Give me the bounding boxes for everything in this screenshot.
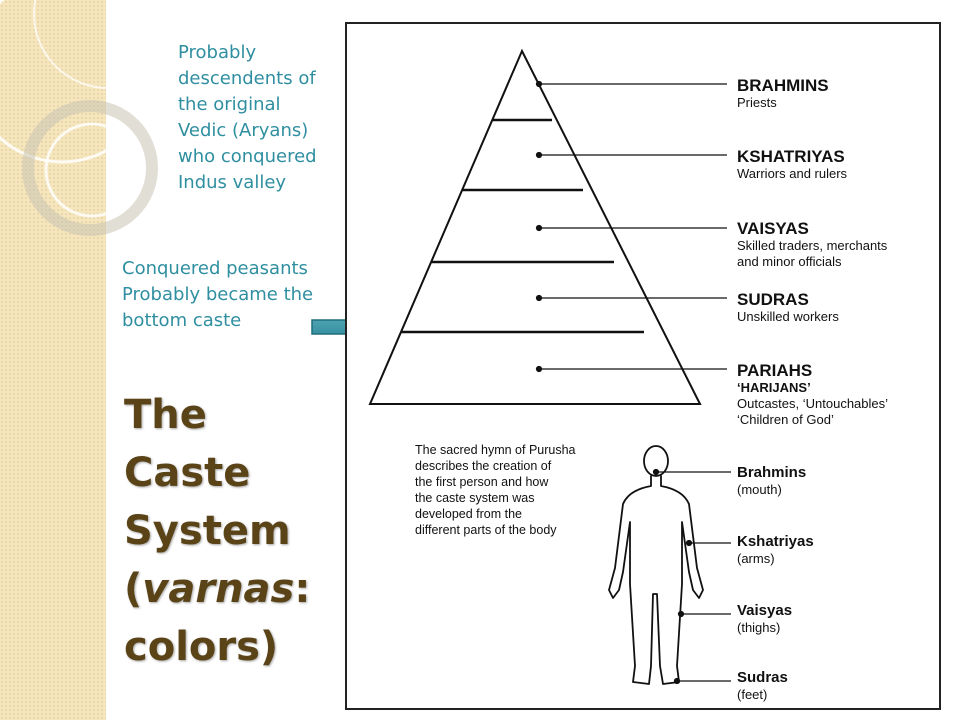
caste-vaisyas: VAISYAS Skilled traders, merchants and m… [737,219,887,270]
caste-desc: Priests [737,95,777,110]
caste-desc-2: ‘Children of God’ [737,412,834,427]
bodypart-caste: Vaisyas [737,602,793,619]
title-italic-word: varnas [142,566,295,612]
caste-desc: Warriors and rulers [737,166,848,181]
bodypart-location: (feet) [737,687,768,702]
title-open-paren: ( [124,566,143,612]
caste-name: SUDRAS [737,290,809,309]
bodypart-vaisyas: Vaisyas (thighs) [737,602,792,636]
bodypart-kshatriyas: Kshatriyas (arms) [737,533,814,567]
caste-kshatriyas: KSHATRIYAS Warriors and rulers [737,147,847,182]
title-line-2: Caste [124,450,251,496]
caste-name: KSHATRIYAS [737,147,845,166]
bodypart-location: (thighs) [737,620,781,635]
caste-brahmins: BRAHMINS Priests [737,76,829,111]
title-line-4: (varnas: [124,560,310,618]
caste-pariahs: PARIAHS ‘HARIJANS’ Outcastes, ‘Untouchab… [737,361,888,428]
conquered-peasants-note: Conquered peasants Probably became the b… [122,258,314,331]
caste-sudras: SUDRAS Unskilled workers [737,290,839,325]
aryan-descendants-note: Probably descendents of the original Ved… [178,42,317,193]
bodypart-caste: Brahmins [737,464,807,481]
caste-desc: Skilled traders, merchants [737,238,888,253]
caste-desc: Outcastes, ‘Untouchables’ [737,396,889,411]
decorative-circles [0,0,160,236]
bodypart-sudras: Sudras (feet) [737,669,788,703]
caste-subname: ‘HARIJANS’ [737,380,811,395]
caste-name: BRAHMINS [737,76,829,95]
caste-pyramid-figure: BRAHMINS Priests KSHATRIYAS Warriors and… [345,22,941,710]
caste-name: PARIAHS [737,361,813,380]
human-figure-icon [608,445,704,685]
bodypart-caste: Sudras [737,669,788,686]
caste-desc: Unskilled workers [737,309,839,324]
bodypart-location: (mouth) [737,482,782,497]
slide-title: The Caste System (varnas: colors) [124,386,310,676]
pyramid-diagram [368,48,731,685]
title-line-3: System [124,508,291,554]
title-line-5: colors) [124,624,279,670]
bodypart-caste: Kshatriyas [737,533,814,550]
bodypart-brahmins: Brahmins (mouth) [737,464,806,498]
purusha-hymn-text: The sacred hymn of Purusha describes the… [415,443,576,537]
title-colon: : [294,566,311,612]
caste-name: VAISYAS [737,219,809,238]
caste-desc-2: and minor officials [737,254,842,269]
title-line-1: The [124,392,207,438]
bodypart-location: (arms) [737,551,775,566]
